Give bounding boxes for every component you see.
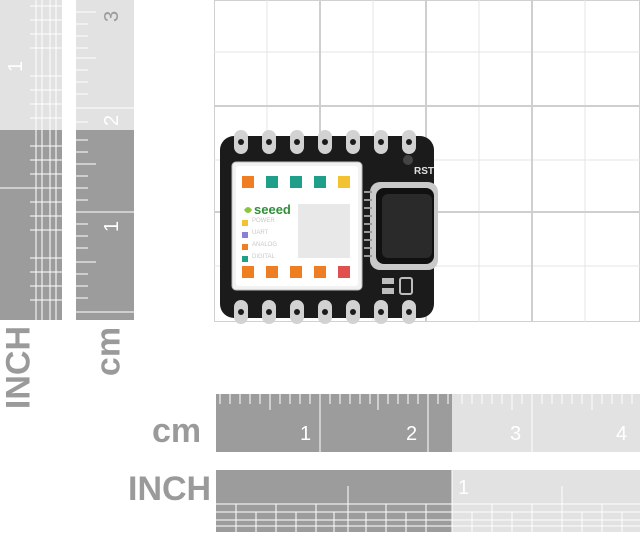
horizontal-cm-tick-1: 1: [300, 423, 311, 445]
vertical-cm-tick-1: 1: [101, 221, 123, 232]
horizontal-cm-label: cm: [152, 412, 202, 450]
horizontal-cm-tick-3: 3: [510, 423, 521, 445]
legend-uart: UART: [252, 230, 269, 236]
vertical-inch-label: INCH: [0, 325, 38, 410]
horizontal-inch-ruler: 1: [216, 470, 640, 532]
vertical-inch-ruler: 1: [0, 0, 62, 320]
horizontal-inch-label: INCH: [128, 470, 212, 508]
vertical-cm-tick-2: 2: [101, 115, 123, 126]
vertical-cm-label: cm: [89, 326, 128, 377]
horizontal-inch-tick-1: 1: [458, 477, 469, 499]
horizontal-cm-tick-4: 4: [616, 423, 627, 445]
horizontal-cm-ruler: 1 2 3 4: [216, 394, 640, 452]
brand-logo: seeed: [254, 202, 291, 217]
legend-digital: DIGITAL: [252, 254, 275, 260]
vertical-cm-ruler: 3 2 1: [76, 0, 134, 320]
vertical-inch-tick-1: 1: [5, 61, 27, 72]
vertical-cm-tick-3: 3: [101, 11, 123, 22]
microcontroller-board: [216, 128, 438, 326]
reset-label: RST: [414, 166, 434, 177]
horizontal-cm-tick-2: 2: [406, 423, 417, 445]
legend-analog: ANALOG: [252, 242, 278, 248]
legend-power: POWER: [252, 218, 275, 224]
